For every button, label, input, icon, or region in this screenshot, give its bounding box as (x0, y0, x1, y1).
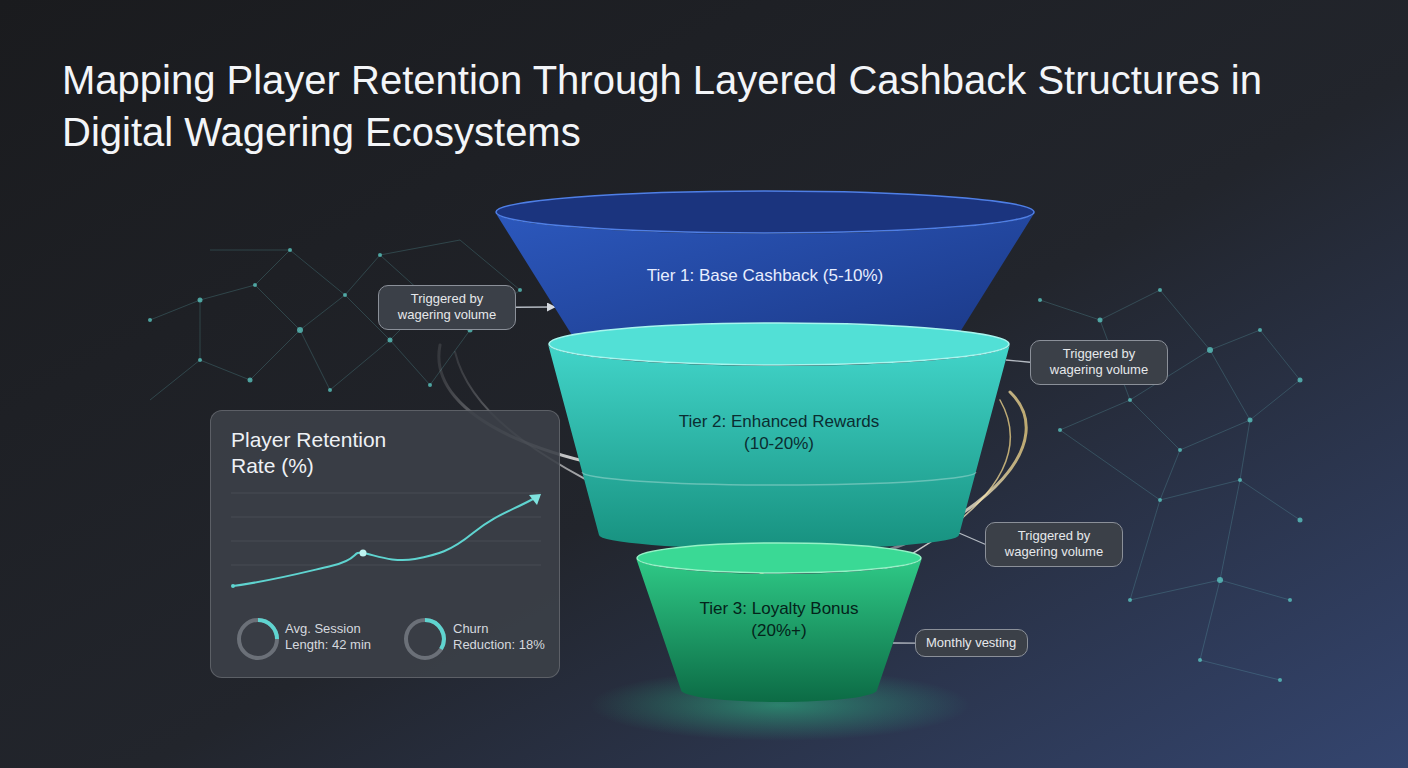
callout-pill: Triggered by wagering volume (985, 522, 1123, 567)
tier-label: Tier 2: Enhanced Rewards (10-20%) (662, 411, 897, 455)
trend-line (233, 499, 533, 586)
leader-connector (516, 306, 555, 308)
callout-pill: Triggered by wagering volume (1030, 340, 1168, 385)
funnel-tier: Tier 2: Enhanced Rewards (10-20%) (548, 320, 1010, 550)
tier-rim (637, 543, 921, 573)
callout-text: Triggered by wagering volume (1041, 346, 1157, 379)
grid-line (231, 565, 541, 566)
tier-label: Tier 1: Base Cashback (5-10%) (647, 265, 884, 287)
tier-label: Tier 3: Loyalty Bonus (20%+) (684, 598, 874, 642)
callout-text: Monthly vesting (926, 635, 1016, 651)
ring-progress (425, 620, 444, 649)
tier-rim (496, 191, 1034, 233)
funnel-tier: Tier 3: Loyalty Bonus (20%+) (636, 540, 922, 710)
tier-rim (549, 323, 1009, 365)
leader-connector (893, 642, 915, 643)
grid-line (231, 541, 541, 542)
title-text: Mapping Player Retention Through Layered… (62, 54, 1362, 158)
ring-gauge (239, 620, 277, 658)
data-point (360, 550, 367, 557)
metric-text: Churn Reduction: 18% (453, 621, 553, 654)
callout-text: Triggered by wagering volume (996, 528, 1112, 561)
panel-title: Player Retention Rate (%) (231, 427, 431, 480)
data-point (231, 584, 235, 588)
callout-text: Triggered by wagering volume (389, 291, 505, 324)
leader-connector (1006, 360, 1030, 362)
grid-line (231, 493, 541, 494)
tier-body (636, 558, 922, 702)
tier-body (548, 344, 1010, 549)
trend-arrow (529, 494, 541, 505)
leader-connector (959, 533, 985, 544)
callout-pill: Monthly vesting (915, 629, 1028, 657)
ring-progress (258, 620, 277, 639)
metric-text: Avg. Session Length: 42 min (285, 621, 397, 654)
tier-band (582, 472, 976, 485)
callout-pill: Triggered by wagering volume (378, 285, 516, 330)
metrics-panel: Player Retention Rate (%) Avg. Session Le… (210, 410, 560, 678)
ring-gauge (406, 620, 444, 658)
title-block: Mapping Player Retention Through Layered… (62, 54, 1362, 158)
